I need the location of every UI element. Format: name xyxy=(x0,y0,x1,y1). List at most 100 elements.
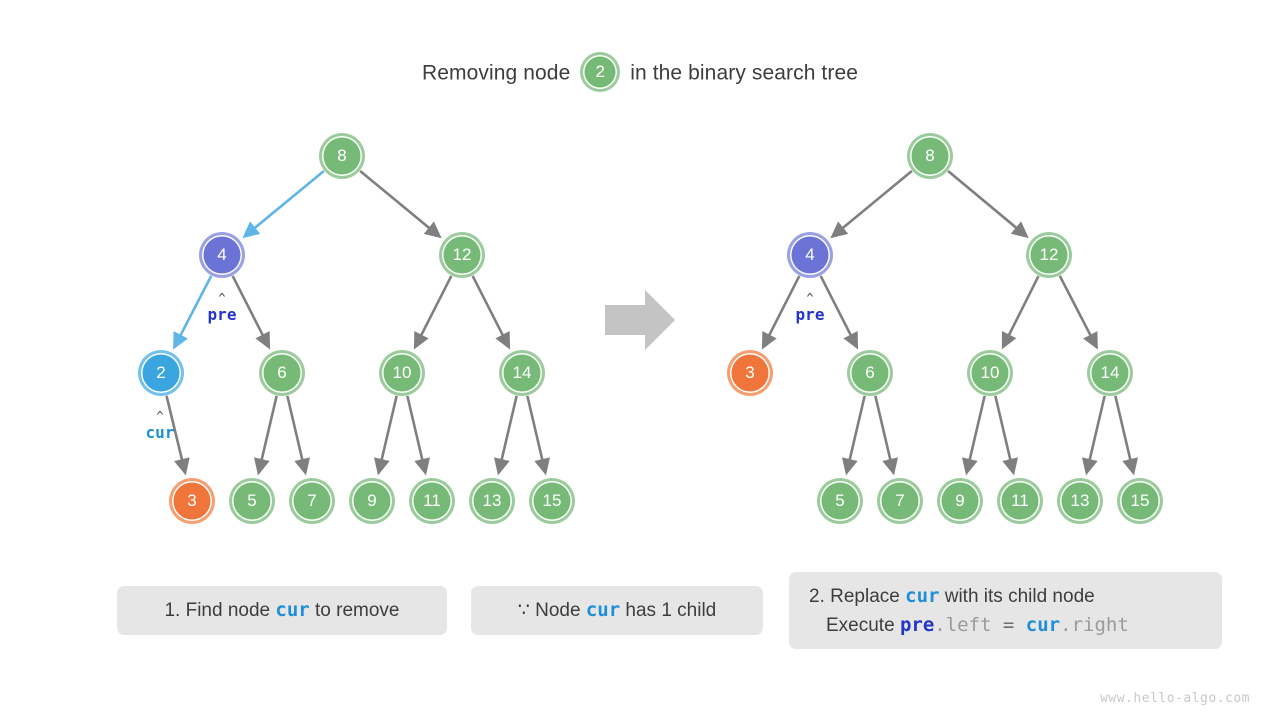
caption-step-1: 1. Find node cur to remove xyxy=(117,586,447,635)
tree-edge xyxy=(526,395,551,476)
tree-node-label: 12 xyxy=(1039,245,1059,264)
caption-2-text-a: 2. Replace xyxy=(809,585,906,607)
tree-node-label: 12 xyxy=(452,245,472,264)
tree-node-11: 11 xyxy=(1000,481,1040,521)
tree-edge xyxy=(373,395,398,476)
tree-edge xyxy=(253,395,278,476)
tree-node-label: 9 xyxy=(367,491,377,510)
tree-node-14: 14 xyxy=(1090,353,1130,393)
tree-node-label: 4 xyxy=(805,245,815,264)
tree-node-2: 2 xyxy=(141,353,181,393)
tree-node-label: 3 xyxy=(745,363,755,382)
tree-node-12: 12 xyxy=(442,235,482,275)
tree-edge xyxy=(1058,275,1098,350)
tree-node-15: 15 xyxy=(532,481,572,521)
tree-node-label: 11 xyxy=(1011,491,1029,510)
caret-icon: ^ xyxy=(806,291,814,305)
right-arrow-icon xyxy=(605,290,675,350)
page-title: Removing node 2 in the binary search tre… xyxy=(0,55,1280,91)
tree-node-4: 4 xyxy=(202,235,242,275)
tree-edge xyxy=(874,395,899,476)
watermark: www.hello-algo.com xyxy=(1100,691,1250,706)
tree-node-label: 4 xyxy=(217,245,227,264)
tree-node-10: 10 xyxy=(970,353,1010,393)
caption-2-assign-operator: = xyxy=(991,613,1026,636)
pointer-name: pre xyxy=(795,305,825,324)
caption-2-right-field: .right xyxy=(1060,613,1129,636)
caption-step-2: 2. Replace cur with its child node Execu… xyxy=(789,572,1222,649)
caption-reason: ∵ Node cur has 1 child xyxy=(471,586,763,635)
tree-edge xyxy=(173,275,213,350)
tree-edge xyxy=(406,395,431,476)
tree-edge xyxy=(471,275,511,350)
tree-node-5: 5 xyxy=(820,481,860,521)
tree-node-10: 10 xyxy=(382,353,422,393)
tree-edge xyxy=(761,275,801,350)
caption-2-text-b: with its child node xyxy=(939,585,1095,607)
tree-edge xyxy=(493,395,518,476)
title-suffix: in the binary search tree xyxy=(630,61,859,85)
tree-edge xyxy=(1001,275,1040,350)
tree-node-15: 15 xyxy=(1120,481,1160,521)
tree-edge xyxy=(819,275,859,350)
caption-2-keyword-pre: pre xyxy=(899,613,935,636)
caption-1-text-b: to remove xyxy=(309,600,400,621)
tree-node-label: 2 xyxy=(156,363,166,382)
tree-node-9: 9 xyxy=(352,481,392,521)
tree-edge xyxy=(841,395,866,476)
pointer-name: cur xyxy=(145,423,175,442)
tree-edge xyxy=(994,395,1019,476)
tree-node-label: 10 xyxy=(392,363,412,382)
tree-node-label: 11 xyxy=(423,491,441,510)
tree-node-13: 13 xyxy=(472,481,512,521)
tree-node-7: 7 xyxy=(292,481,332,521)
tree-node-8: 8 xyxy=(910,136,950,176)
tree-node-5: 5 xyxy=(232,481,272,521)
tree-node-8: 8 xyxy=(322,136,362,176)
caret-icon: ^ xyxy=(156,409,164,423)
caption-1-text-a: 1. Find node xyxy=(164,600,276,621)
tree-node-label: 14 xyxy=(1100,363,1120,382)
tree-node-label: 8 xyxy=(337,146,347,165)
caption-2-keyword-cur: cur xyxy=(905,584,940,607)
caption-reason-keyword-cur: cur xyxy=(585,599,621,621)
tree-node-14: 14 xyxy=(502,353,542,393)
tree-node-label: 6 xyxy=(277,363,287,382)
tree-node-label: 15 xyxy=(1130,491,1150,510)
tree-node-11: 11 xyxy=(412,481,452,521)
tree-edge xyxy=(231,275,271,350)
tree-node-label: 9 xyxy=(955,491,965,510)
tree-node-7: 7 xyxy=(880,481,920,521)
because-symbol: ∵ xyxy=(517,600,530,621)
tree-node-label: 15 xyxy=(542,491,562,510)
tree-node-9: 9 xyxy=(940,481,980,521)
tree-edge xyxy=(242,169,325,239)
tree-node-label: 5 xyxy=(835,491,845,510)
tree-edge xyxy=(286,395,311,476)
caption-2-left-field: .left xyxy=(934,613,992,636)
caption-reason-text-b: has 1 child xyxy=(620,600,717,621)
tree-node-label: 5 xyxy=(247,491,257,510)
tree-node-label: 7 xyxy=(895,491,905,510)
title-prefix: Removing node xyxy=(421,61,571,85)
tree-node-label: 6 xyxy=(865,363,875,382)
title-node-badge: 2 xyxy=(583,55,618,89)
tree-node-label: 13 xyxy=(482,491,502,510)
caption-2-line-1: 2. Replace cur with its child node xyxy=(809,585,1222,608)
tree-node-label: 10 xyxy=(980,363,1000,382)
tree-node-3: 3 xyxy=(730,353,770,393)
tree-edge xyxy=(830,169,913,239)
tree-edge xyxy=(947,170,1029,239)
caption-2-execute-label: Execute xyxy=(826,614,900,636)
tree-node-4: 4 xyxy=(790,235,830,275)
tree-node-6: 6 xyxy=(850,353,890,393)
pointer-name: pre xyxy=(207,305,237,324)
pointer-label-pre: ^pre xyxy=(208,292,237,323)
tree-node-label: 14 xyxy=(512,363,532,382)
tree-node-label: 8 xyxy=(925,146,935,165)
caption-2-line-2: Execute pre.left = cur.right xyxy=(809,614,1222,637)
tree-edge xyxy=(413,275,453,350)
pointer-label-pre: ^pre xyxy=(796,292,825,323)
tree-edge xyxy=(1081,395,1106,476)
caret-icon: ^ xyxy=(218,291,226,305)
